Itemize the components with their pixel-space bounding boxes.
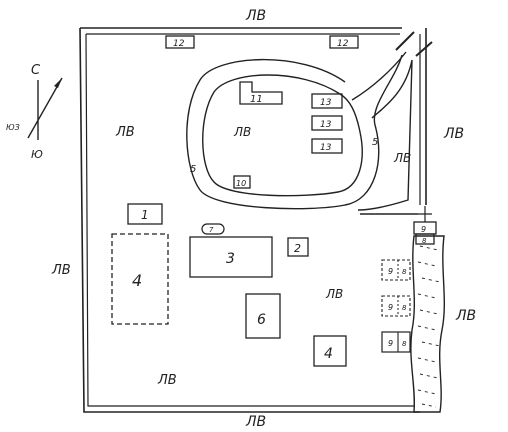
building-4 [313,335,347,367]
hut-1-a: 9 [388,267,393,276]
compass: С Ю ЮЗ [6,63,63,161]
building-13-c-label: 13 [320,143,332,153]
building-9-label: 9 [421,225,426,234]
tree-mark-south-inner: ЛВ [157,373,177,388]
building-12-right-label: 12 [337,39,349,49]
building-12-left [165,35,195,49]
hut-3: 9 8 [381,331,411,353]
building-8 [415,233,435,245]
building-6 [245,293,281,339]
hut-3-a: 9 [388,339,393,348]
tree-mark-bottom: ЛВ [245,414,266,430]
road-label-right: 5 [372,137,378,148]
compass-north: С [31,63,41,78]
hut-2: 9 8 [381,295,411,317]
ring-road [186,51,418,215]
building-13-b-label: 13 [320,120,332,130]
building-11-label: 11 [250,94,263,105]
building-4-planned-label: 4 [132,271,142,290]
tree-mark-center: ЛВ [325,287,343,301]
gate-marks [395,31,433,57]
building-10 [233,175,251,189]
tree-mark-east-outer: ЛВ [443,126,464,142]
building-12-left-label: 12 [173,39,185,49]
compass-southwest: ЮЗ [6,123,20,132]
building-6-label: 6 [257,312,266,328]
building-13-a [311,93,343,109]
building-11 [239,81,283,105]
building-1-label: 1 [141,208,149,222]
building-7 [201,223,225,235]
hut-1-b: 8 [402,268,407,276]
building-13-b [311,115,343,131]
river [410,235,446,413]
building-2-label: 2 [294,242,301,255]
tree-mark-left-inner: ЛВ [115,125,135,140]
building-1 [127,203,163,225]
tree-mark-west-outer: ЛВ [51,263,71,278]
building-10-label: 10 [236,179,246,188]
hut-1: 9 8 [381,259,411,281]
tree-mark-ring: ЛВ [233,125,251,139]
building-8-label: 8 [422,237,427,245]
hut-3-b: 8 [402,340,407,348]
hut-2-b: 8 [402,304,407,312]
building-2 [287,237,309,257]
building-3 [189,236,273,278]
building-13-a-label: 13 [320,98,332,108]
site-boundary [79,27,427,413]
building-13-c [311,138,343,154]
tree-mark-top: ЛВ [245,8,266,24]
hut-2-a: 9 [388,303,393,312]
building-4-label: 4 [324,346,333,362]
building-4-planned [111,233,169,325]
compass-south: Ю [31,148,43,161]
compass-arrow-icon [54,78,62,88]
building-3-label: 3 [226,251,235,267]
tree-mark-east-inner: ЛВ [393,151,411,165]
building-7-label: 7 [209,226,214,234]
building-12-right [329,35,359,49]
road-label-left: 5 [190,164,196,175]
tree-mark-river: ЛВ [455,308,476,324]
